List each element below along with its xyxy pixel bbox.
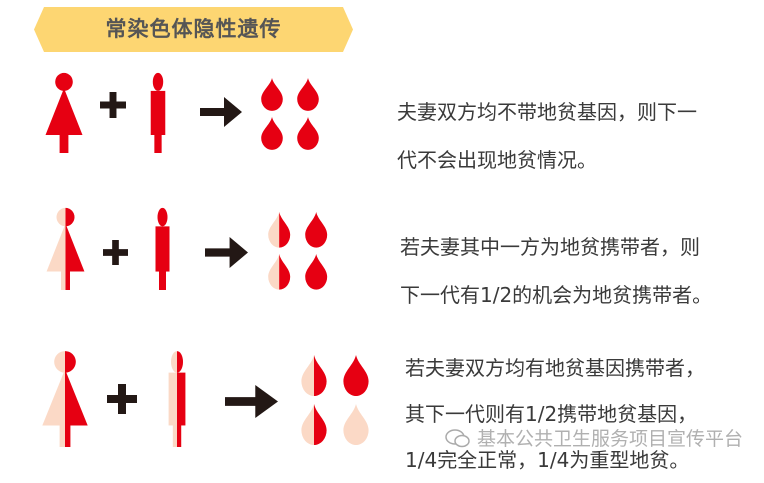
watermark-text: 基本公共卫生服务项目宣传平台: [477, 428, 744, 450]
child-blood-drop-icon: [260, 116, 284, 150]
child-blood-drop-icon: [300, 355, 328, 397]
arrow-right-icon: [200, 97, 242, 127]
father-figure-icon: [162, 350, 192, 447]
mother-figure-icon: [38, 350, 92, 447]
child-blood-drop-icon: [342, 355, 370, 397]
arrow-right-icon: [205, 237, 248, 268]
desc-line: 下一代有1/2的机会为地贫携带者。: [400, 283, 713, 307]
child-blood-drop-icon: [304, 212, 328, 248]
child-blood-drop-icon: [296, 116, 320, 150]
desc-line: 若夫妻双方均有地贫基因携带者，: [405, 356, 705, 380]
plus-icon: [103, 240, 128, 265]
child-blood-drop-icon: [304, 254, 328, 290]
desc-line: 夫妻双方均不带地贫基因，则下一: [397, 100, 697, 124]
father-figure-icon: [150, 207, 175, 290]
mother-figure-icon: [42, 72, 86, 153]
row-3-description: 若夫妻双方均有地贫基因携带者， 其下一代则有1/2携带地贫基因， 1/4完全正常…: [405, 345, 705, 483]
page-title: 常染色体隐性遗传: [105, 17, 282, 41]
row-2-description: 若夫妻其中一方为地贫携带者，则 下一代有1/2的机会为地贫携带者。: [400, 223, 712, 319]
child-blood-drop-icon: [300, 403, 328, 445]
wechat-icon: [445, 428, 470, 447]
row-1-description: 夫妻双方均不带地贫基因，则下一 代不会出现地贫情况。: [397, 88, 697, 184]
father-figure-icon: [145, 72, 171, 153]
plus-icon: [100, 92, 126, 118]
plus-icon: [107, 384, 137, 414]
mother-figure-icon: [43, 207, 88, 290]
desc-line: 代不会出现地贫情况。: [397, 148, 597, 172]
desc-line: 1/4完全正常，1/4为重型地贫。: [405, 448, 690, 472]
desc-line: 其下一代则有1/2携带地贫基因，: [405, 402, 698, 426]
child-blood-drop-icon: [267, 212, 291, 248]
title-banner: 常染色体隐性遗传: [34, 7, 353, 52]
watermark: 基本公共卫生服务项目宣传平台: [445, 424, 743, 451]
child-blood-drop-icon: [267, 254, 291, 290]
child-blood-drop-icon: [342, 403, 370, 445]
child-blood-drop-icon: [260, 78, 284, 111]
arrow-right-icon: [225, 385, 278, 418]
child-blood-drop-icon: [296, 78, 320, 111]
desc-line: 若夫妻其中一方为地贫携带者，则: [400, 235, 700, 259]
